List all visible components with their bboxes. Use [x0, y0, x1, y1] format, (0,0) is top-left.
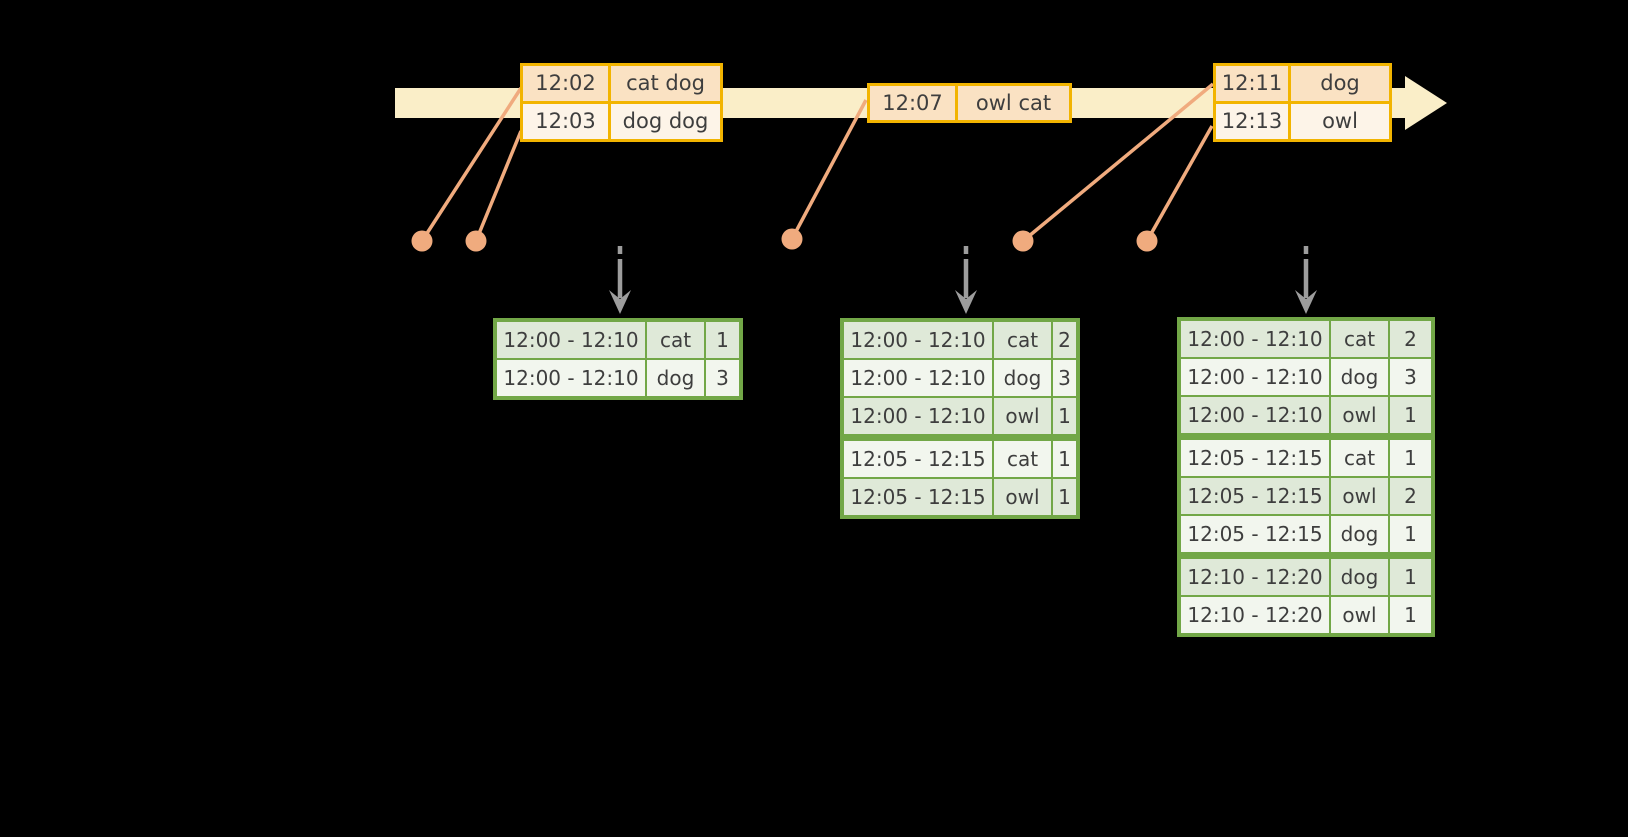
event-dot: [781, 228, 803, 250]
result-table-1: 12:00 - 12:10 cat 1 12:00 - 12:10 dog 3: [493, 318, 743, 400]
result-row: 12:10 - 12:20 owl 1: [1181, 597, 1431, 633]
event-row: 12:11 dog: [1216, 66, 1389, 101]
event-connector-line: [1021, 82, 1215, 243]
count-cell: 1: [1053, 479, 1076, 515]
window-cell: 12:10 - 12:20: [1181, 559, 1329, 595]
event-dot: [411, 230, 433, 252]
count-cell: 1: [1390, 597, 1431, 633]
count-cell: 1: [1053, 398, 1076, 434]
count-cell: 1: [1390, 559, 1431, 595]
result-row: 12:00 - 12:10 dog 3: [1181, 359, 1431, 395]
event-time-cell: 12:02: [523, 66, 608, 101]
result-row: 12:05 - 12:15 dog 1: [1181, 516, 1431, 552]
count-cell: 2: [1053, 322, 1076, 358]
word-cell: owl: [1331, 597, 1388, 633]
event-connector-line: [420, 87, 523, 242]
window-cell: 12:00 - 12:10: [844, 322, 992, 358]
count-cell: 3: [1053, 360, 1076, 396]
count-cell: 3: [706, 360, 739, 396]
event-table-3: 12:11 dog 12:13 owl: [1213, 63, 1392, 142]
event-connector-line: [474, 130, 523, 242]
event-row: 12:02 cat dog: [523, 66, 720, 101]
window-cell: 12:00 - 12:10: [844, 398, 992, 434]
event-words-cell: dog: [1291, 66, 1389, 101]
word-cell: cat: [1331, 321, 1388, 357]
event-words-cell: owl cat: [958, 86, 1069, 120]
event-dot: [1136, 230, 1158, 252]
count-cell: 1: [1390, 397, 1431, 433]
event-dot: [465, 230, 487, 252]
word-cell: owl: [994, 398, 1051, 434]
event-time-cell: 12:07: [870, 86, 955, 120]
event-words-cell: owl: [1291, 104, 1389, 139]
result-table-2: 12:00 - 12:10 cat 2 12:00 - 12:10 dog 3 …: [840, 318, 1080, 519]
event-table-1: 12:02 cat dog 12:03 dog dog: [520, 63, 723, 142]
word-cell: dog: [1331, 559, 1388, 595]
window-cell: 12:05 - 12:15: [1181, 478, 1329, 514]
result-row: 12:00 - 12:10 owl 1: [1181, 397, 1431, 433]
word-cell: cat: [994, 441, 1051, 477]
result-row: 12:05 - 12:15 owl 2: [1181, 478, 1431, 514]
event-connector-lines: [420, 82, 1215, 243]
event-time-cell: 12:13: [1216, 104, 1288, 139]
event-row: 12:07 owl cat: [870, 86, 1069, 120]
word-cell: dog: [994, 360, 1051, 396]
result-row: 12:00 - 12:10 owl 1: [844, 398, 1076, 434]
window-cell: 12:00 - 12:10: [1181, 397, 1329, 433]
result-row: 12:05 - 12:15 cat 1: [1181, 440, 1431, 476]
result-row: 12:05 - 12:15 owl 1: [844, 479, 1076, 515]
result-row: 12:10 - 12:20 dog 1: [1181, 559, 1431, 595]
trigger-arrow-head-icon: [1295, 290, 1317, 314]
word-cell: cat: [994, 322, 1051, 358]
event-row: 12:03 dog dog: [523, 104, 720, 139]
count-cell: 2: [1390, 321, 1431, 357]
result-row: 12:00 - 12:10 dog 3: [844, 360, 1076, 396]
word-cell: cat: [647, 322, 704, 358]
word-cell: owl: [994, 479, 1051, 515]
count-cell: 1: [706, 322, 739, 358]
event-connector-line: [790, 99, 868, 240]
word-cell: owl: [1331, 397, 1388, 433]
event-table-2: 12:07 owl cat: [867, 83, 1072, 123]
count-cell: 3: [1390, 359, 1431, 395]
result-row: 12:00 - 12:10 dog 3: [497, 360, 739, 396]
window-cell: 12:10 - 12:20: [1181, 597, 1329, 633]
event-dot: [1012, 230, 1034, 252]
trigger-arrows: [609, 246, 1317, 314]
count-cell: 1: [1053, 441, 1076, 477]
event-time-cell: 12:03: [523, 104, 608, 139]
result-table-3: 12:00 - 12:10 cat 2 12:00 - 12:10 dog 3 …: [1177, 317, 1435, 637]
result-row: 12:00 - 12:10 cat 2: [1181, 321, 1431, 357]
event-words-cell: cat dog: [611, 66, 720, 101]
count-cell: 1: [1390, 516, 1431, 552]
trigger-arrow-head-icon: [955, 290, 977, 314]
event-words-cell: dog dog: [611, 104, 720, 139]
word-cell: dog: [647, 360, 704, 396]
window-cell: 12:05 - 12:15: [1181, 516, 1329, 552]
word-cell: dog: [1331, 516, 1388, 552]
window-cell: 12:00 - 12:10: [1181, 321, 1329, 357]
window-cell: 12:00 - 12:10: [1181, 359, 1329, 395]
timeline-arrowhead-icon: [1405, 76, 1447, 130]
trigger-arrow-head-icon: [609, 290, 631, 314]
result-row: 12:05 - 12:15 cat 1: [844, 441, 1076, 477]
window-cell: 12:05 - 12:15: [844, 479, 992, 515]
word-cell: cat: [1331, 440, 1388, 476]
count-cell: 2: [1390, 478, 1431, 514]
word-cell: dog: [1331, 359, 1388, 395]
word-cell: owl: [1331, 478, 1388, 514]
count-cell: 1: [1390, 440, 1431, 476]
window-cell: 12:00 - 12:10: [497, 322, 645, 358]
event-row: 12:13 owl: [1216, 104, 1389, 139]
result-row: 12:00 - 12:10 cat 2: [844, 322, 1076, 358]
result-row: 12:00 - 12:10 cat 1: [497, 322, 739, 358]
window-cell: 12:00 - 12:10: [497, 360, 645, 396]
event-dots: [411, 228, 1158, 252]
event-connector-line: [1145, 125, 1214, 242]
event-time-cell: 12:11: [1216, 66, 1288, 101]
window-cell: 12:05 - 12:15: [844, 441, 992, 477]
window-cell: 12:00 - 12:10: [844, 360, 992, 396]
window-cell: 12:05 - 12:15: [1181, 440, 1329, 476]
